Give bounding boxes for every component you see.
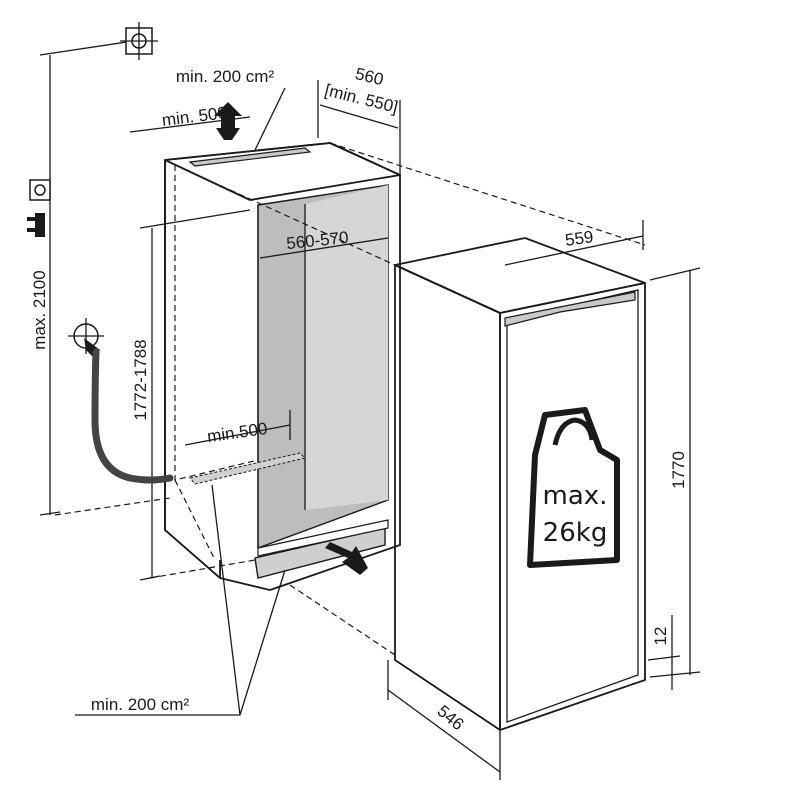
dim-bottom-vent: min. 200 cm²: [75, 484, 286, 716]
water-hose: [91, 348, 174, 484]
label-vent-top-depth: min. 500: [161, 103, 228, 130]
airflow-arrows: [214, 102, 368, 575]
label-niche-height: 1772-1788: [131, 339, 150, 420]
label-vent-bottom-area: min. 200 cm²: [91, 695, 190, 714]
label-appliance-height: 1770: [669, 451, 688, 489]
vent-in-arrow: [325, 542, 368, 575]
weight-icon: max. 26kg: [527, 407, 620, 568]
dim-appliance-width: 559: [504, 220, 644, 266]
weight-line2: 26kg: [543, 518, 608, 548]
label-appliance-depth: 546: [434, 701, 468, 734]
label-niche-depth: 560: [353, 64, 385, 89]
dim-niche-height: 1772-1788: [131, 209, 251, 581]
wall-mount-icon: [120, 22, 158, 60]
label-bottom-gap: 12: [651, 627, 670, 646]
floor-vent: [189, 452, 306, 485]
label-vent-top-area: min. 200 cm²: [176, 67, 275, 86]
dim-max-height: max. 2100: [30, 39, 141, 516]
weight-line1: max.: [543, 481, 608, 511]
label-max-height: max. 2100: [30, 270, 49, 349]
label-niche-depth-min: [min. 550]: [323, 80, 400, 116]
dim-top-vent: min. 200 cm² min. 500: [129, 67, 286, 151]
guide-lines: [54, 142, 646, 656]
dim-bottom-gap: 12: [647, 615, 681, 690]
top-vent: [188, 147, 312, 167]
niche-cabinet: [164, 142, 401, 591]
label-appliance-width: 559: [564, 227, 595, 250]
appliance: [394, 237, 646, 731]
socket-icon: [29, 179, 51, 201]
dim-niche-depth: 560 [min. 550]: [317, 64, 401, 175]
appliance-vent: [504, 291, 636, 327]
plug-icon: [27, 213, 45, 237]
vent-up-arrow: [214, 102, 242, 140]
dim-appliance-depth: 546: [387, 660, 501, 780]
niche-inner-side: [305, 185, 388, 510]
dim-appliance-height: 1770: [649, 267, 701, 678]
